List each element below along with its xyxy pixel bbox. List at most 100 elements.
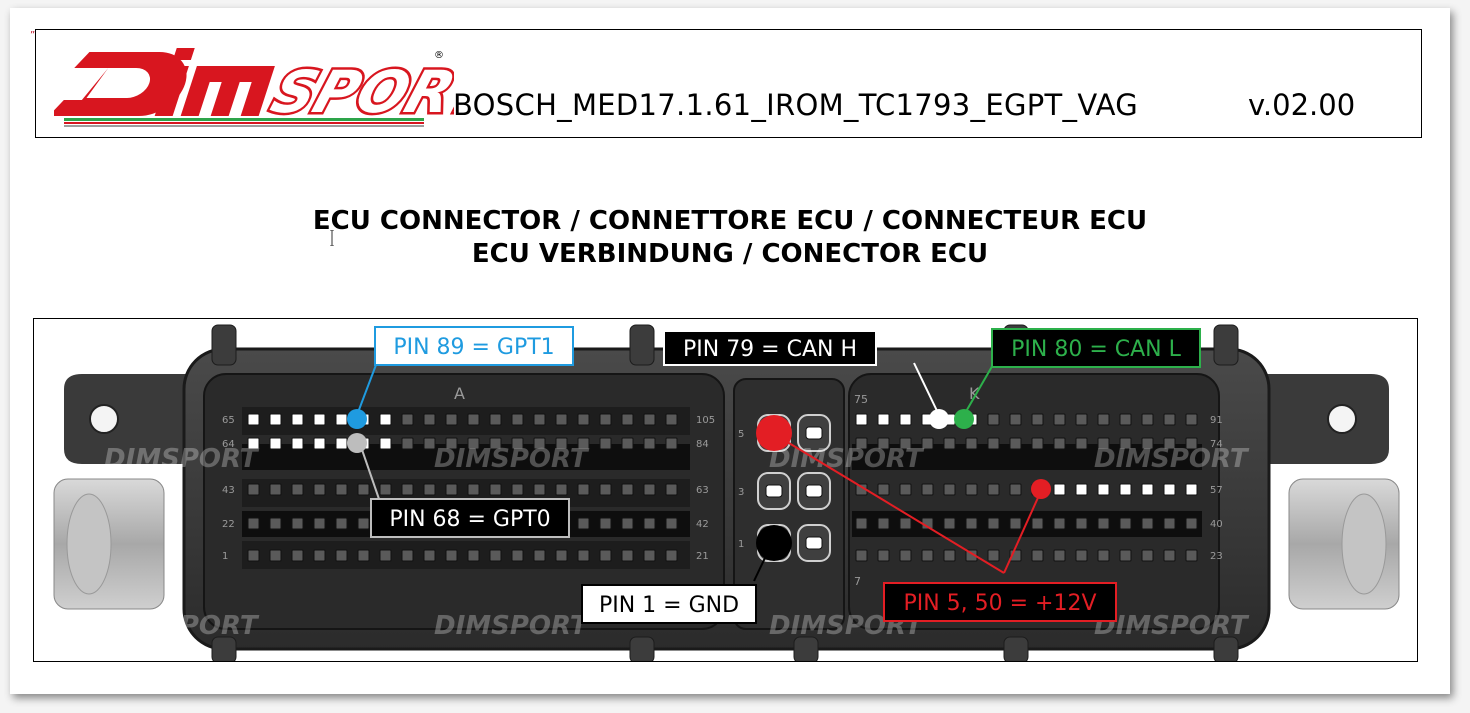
watermark-text: DIMSPORT [104,611,260,641]
pin-cell [599,517,612,530]
pin-cell [921,483,934,496]
pin-cell [555,413,568,426]
pin-cell [467,437,480,450]
pin-cell [943,437,956,450]
pin-cell [643,483,656,496]
watermark-text: DIMSPORT [104,444,260,474]
svg-text:®: ® [434,50,444,61]
pin-cell [577,549,590,562]
section-label-7: 7 [854,575,861,588]
pin-cell [1053,483,1066,496]
pin-cell [1119,517,1132,530]
page-marker: ” [30,30,36,41]
pin-cell [489,413,502,426]
pin-cell [1119,437,1132,450]
pin-cell [423,413,436,426]
text-cursor-icon [330,230,334,246]
pin-cell [1163,437,1176,450]
callout-box [370,498,570,538]
pin-cell [1031,549,1044,562]
pin-row-number: 43 [222,485,235,496]
pin-cell [269,517,282,530]
connector-heading-line1: ECU CONNECTOR / CONNETTORE ECU / CONNECT… [312,206,1148,236]
pin-cell [1053,517,1066,530]
pin-cell [445,483,458,496]
pin-row-number: 42 [696,519,709,530]
pin-cell [1075,437,1088,450]
pin-cell [943,549,956,562]
pin-cell [987,517,1000,530]
callout-label: PIN 68 = GPT0 [389,507,550,532]
right-bolt-hole [1327,404,1357,434]
pin-cell [1141,517,1154,530]
pin-cell [247,413,260,426]
pin-cell [1053,549,1066,562]
gpt1-leader-line [356,356,380,416]
pin-cell [943,483,956,496]
pin-cell [1009,517,1022,530]
pin-cell [1119,413,1132,426]
pin-cell [467,483,480,496]
pin-cell [643,437,656,450]
callout-gnd: PIN 1 = GND [581,584,757,624]
v12-leader-line-b [1003,490,1042,574]
pin-cell [899,483,912,496]
pin-cell [855,549,868,562]
pin-cell [1163,517,1176,530]
section-label-75: 75 [854,393,868,406]
pin-cell [987,413,1000,426]
pin-row-number: 22 [222,519,235,530]
pin-cell [1119,549,1132,562]
pin-cell [1097,549,1110,562]
callout-gpt0: PIN 68 = GPT0 [370,498,570,538]
pin-cell [335,413,348,426]
pin-cell [965,483,978,496]
pin-cell [665,517,678,530]
callout-label: PIN 79 = CAN H [683,337,857,362]
pin-cell [1031,517,1044,530]
pin-row-number: 91 [1210,415,1223,426]
pin-cell [489,483,502,496]
watermark-text: DIMSPORT [769,444,925,474]
pin-cell [511,483,524,496]
pin-cell [643,413,656,426]
pin-cell [987,437,1000,450]
pin-cell [621,517,634,530]
pin-row-number: 105 [696,415,715,426]
callout-canl: PIN 80 = CAN L [991,328,1201,368]
pin-50-marker [1031,479,1051,499]
pin-cell [247,483,260,496]
document-version: v.02.00 [1248,88,1356,122]
power-pin-contact [805,426,823,440]
left-mounting-bracket [53,478,165,610]
pin-cell [1031,413,1044,426]
pin-cell [511,549,524,562]
pin-cell [423,483,436,496]
watermark-text: DIMSPORT [1094,611,1250,641]
pin-89-marker [347,409,367,429]
pin-79-marker [929,409,949,429]
pin-80-marker [954,409,974,429]
pin-cell [577,413,590,426]
pin-cell [1141,549,1154,562]
pin-cell [467,549,480,562]
pin-cell [379,483,392,496]
callout-box [663,330,877,366]
power-pin-contact [805,536,823,550]
pin-cell [577,483,590,496]
pin-cell [1119,483,1132,496]
pin-cell [599,413,612,426]
pin-cell [899,517,912,530]
pin-cell [1097,517,1110,530]
pin-cell [555,549,568,562]
callout-label: PIN 1 = GND [599,593,739,618]
pin-cell [489,437,502,450]
pin-cell [1163,413,1176,426]
pin-cell [921,437,934,450]
callout-gpt1: PIN 89 = GPT1 [374,326,574,366]
pin-cell [379,437,392,450]
pin-cell [1009,483,1022,496]
pin-cell [291,483,304,496]
pin-cell [1141,483,1154,496]
